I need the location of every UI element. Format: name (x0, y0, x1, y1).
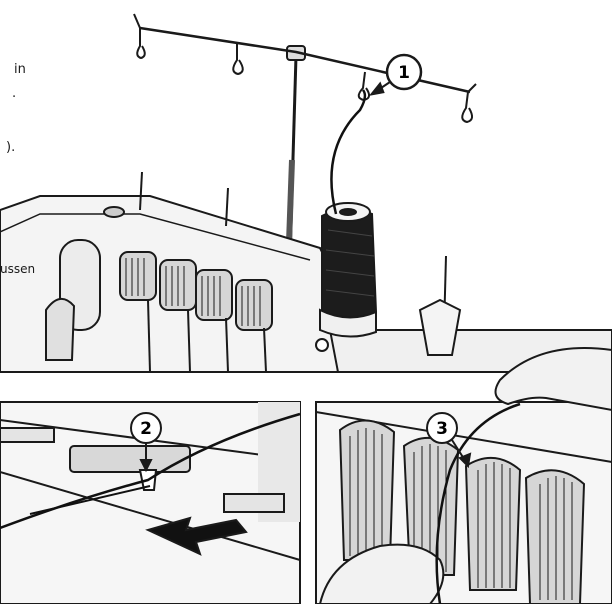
callout-1 (368, 53, 423, 96)
thread-spool-icon (319, 202, 378, 338)
bottom-right-panel (315, 347, 612, 604)
hand-icon (494, 347, 612, 412)
text-fragment-ussen: ussen (0, 262, 36, 276)
thread-stand-icon (133, 13, 477, 271)
callout-number-2: 2 (140, 419, 152, 439)
tension-dials-icon (119, 251, 273, 373)
text-fragment-in: in (14, 62, 26, 77)
serger-machine-icon (0, 171, 612, 373)
tension-dials-closeup-icon (338, 419, 586, 604)
text-fragment-dot: . (12, 86, 17, 101)
text-fragment-paren: ). (6, 140, 16, 155)
hand-icon-lower (318, 543, 445, 604)
callout-number-3: 3 (436, 419, 448, 439)
callout-number-1: 1 (398, 63, 410, 83)
thread-path (330, 89, 367, 215)
push-arrow-icon (145, 516, 248, 556)
bottom-left-panel (0, 401, 301, 604)
